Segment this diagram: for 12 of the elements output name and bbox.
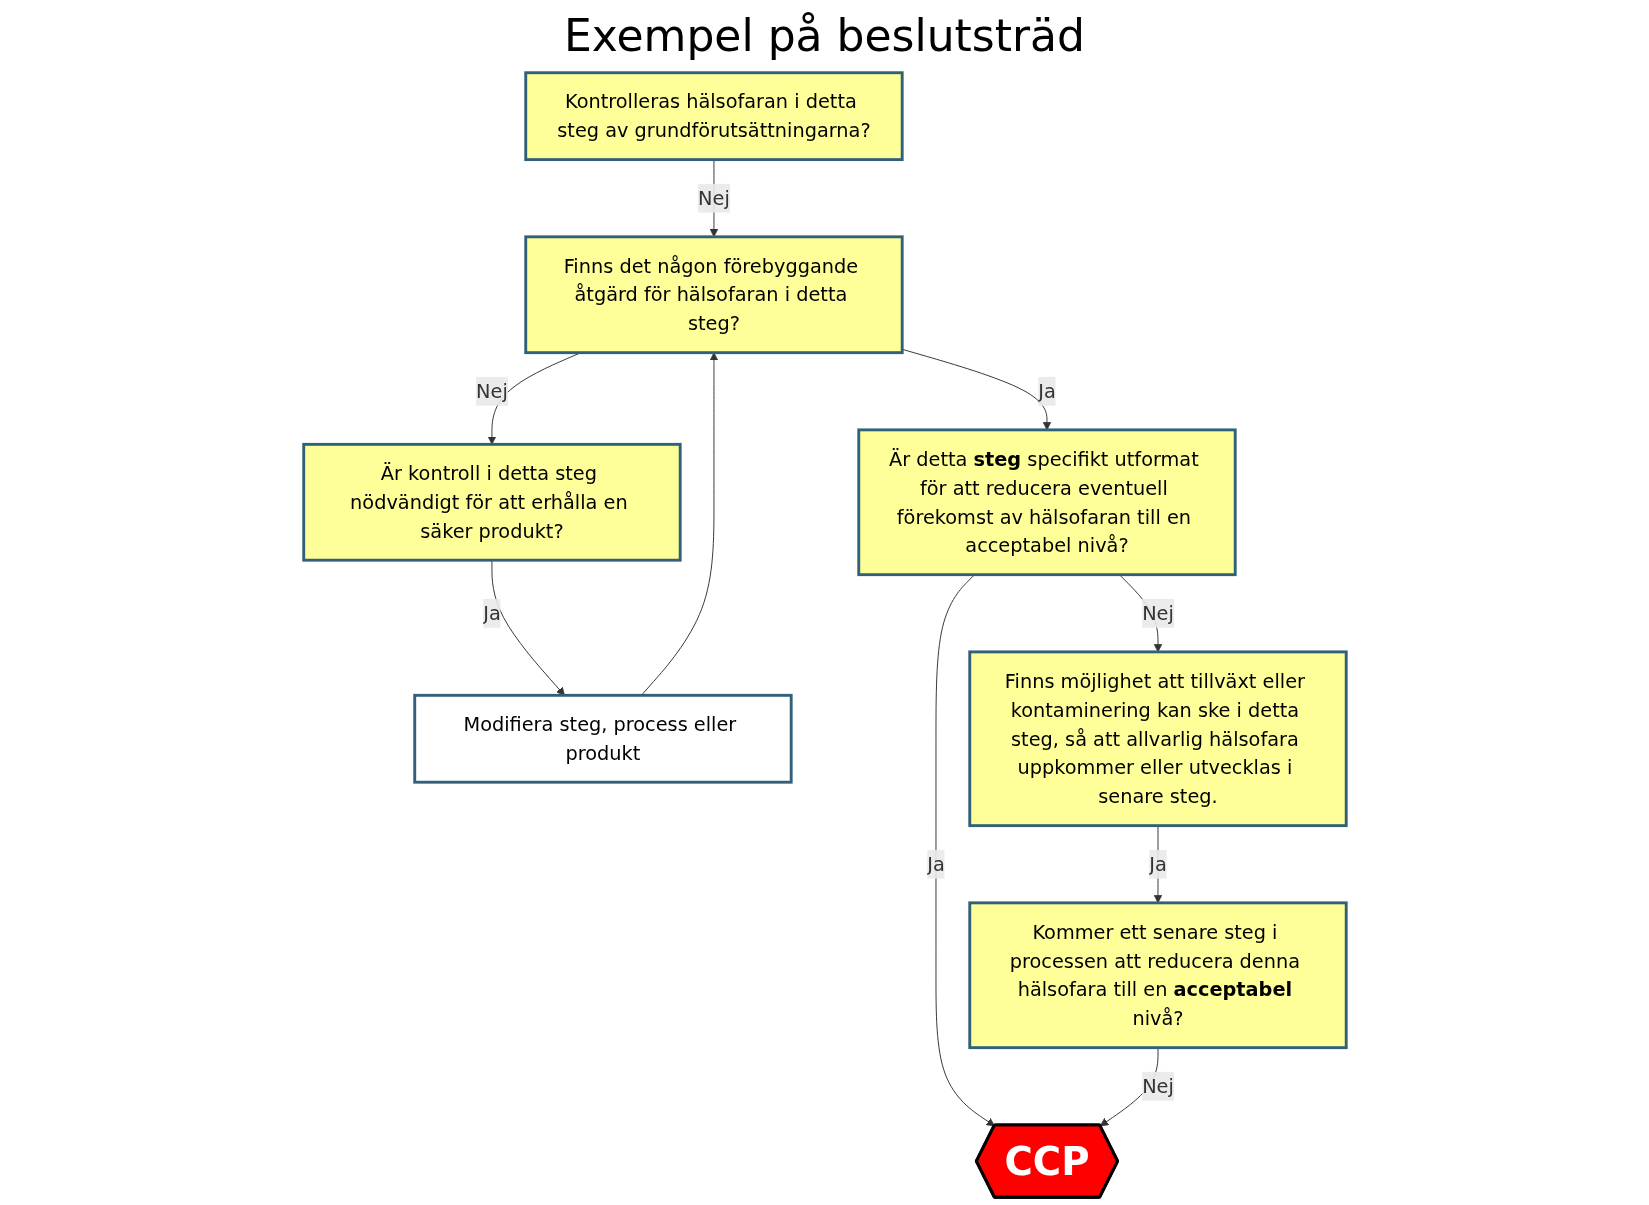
node-box: Kontrolleras hälsofaran i detta steg av grundförutsättningarna? — [523, 71, 904, 162]
diagram-title: Exempel på beslutsträd — [564, 10, 1085, 61]
node-box: Är kontroll i detta steg nödvändigt för att erhålla en säker produkt? — [301, 442, 682, 562]
edge-label: Nej — [475, 379, 508, 403]
edge-label: Nej — [1141, 601, 1174, 625]
node-box: Kommer ett senare steg i processen att reducera denna hälsofara till en acceptabel nivå? — [967, 901, 1348, 1050]
edge-label: Nej — [1141, 1074, 1174, 1098]
node-box: Modifiera steg, process eller produkt — [412, 693, 793, 784]
edge-label: Nej — [697, 186, 730, 210]
node-box: Är detta steg specifikt utformat för att reducera eventuell förekomst av hälsofaran till en acceptabel nivå? — [856, 428, 1237, 577]
node-box: Finns möjlighet att tillväxt eller kontaminering kan ske i detta steg, så att allvarlig hälsofara uppkommer eller utvecklas i senare steg. — [967, 650, 1348, 828]
node-box: Finns det någon förebyggande åtgärd för hälsofaran i detta steg? — [523, 235, 904, 355]
